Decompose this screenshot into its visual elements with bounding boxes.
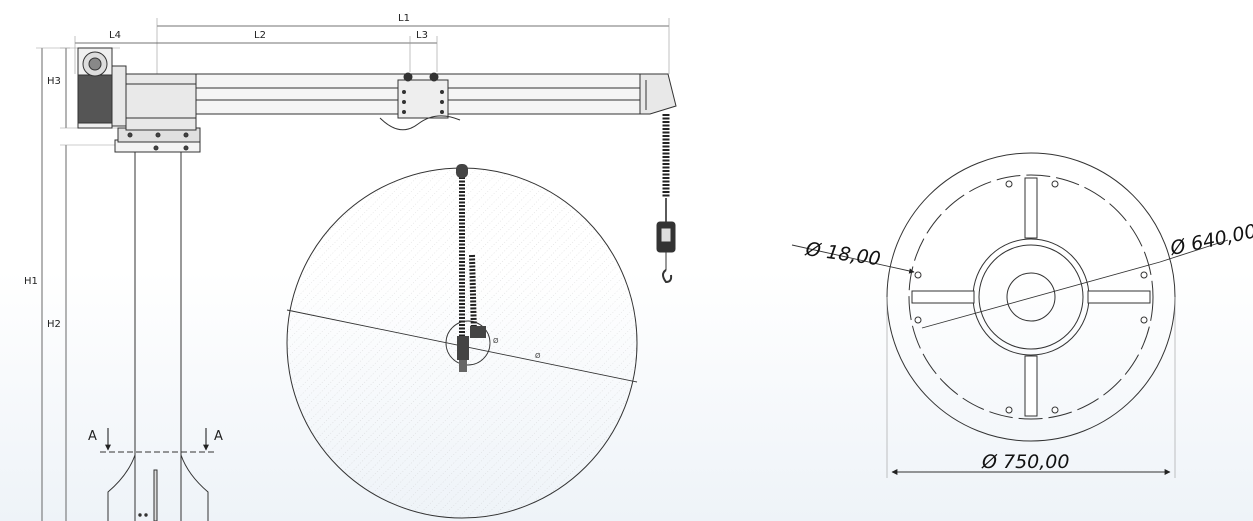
dimension-h1-label: H1 bbox=[24, 276, 38, 287]
dimension-h2-label: H2 bbox=[47, 319, 61, 330]
bolt-circle bbox=[908, 174, 1154, 420]
section-marker: A A bbox=[88, 428, 223, 453]
hole-diameter-label: Ø 18,00 bbox=[803, 238, 882, 270]
swing-outer-label: Ø bbox=[535, 352, 541, 360]
hoist-hook bbox=[656, 114, 676, 284]
slewing-housing bbox=[125, 73, 197, 131]
dimension-h2: H2 bbox=[47, 144, 115, 521]
base-plate-view bbox=[791, 152, 1229, 478]
trolley bbox=[379, 72, 461, 131]
swing-inner-label: Ø bbox=[493, 337, 499, 345]
dimension-l4: L4 bbox=[74, 30, 157, 74]
outer-diameter-label: Ø 750,00 bbox=[981, 451, 1069, 473]
column-outer bbox=[972, 238, 1090, 356]
dimension-l2: L2 bbox=[157, 30, 410, 44]
bolt-circle-diameter-label: Ø 640,00 bbox=[1167, 220, 1253, 260]
bolt-holes bbox=[914, 180, 1148, 414]
section-marker-left: A bbox=[88, 429, 97, 444]
dimension-h1: H1 bbox=[24, 47, 70, 521]
column bbox=[107, 139, 209, 521]
dimension-l1-label: L1 bbox=[398, 13, 410, 24]
dimension-l1: L1 bbox=[156, 13, 670, 74]
dimension-l3-label: L3 bbox=[416, 30, 428, 41]
motor-gearbox bbox=[77, 47, 127, 129]
column-inner bbox=[978, 244, 1084, 350]
section-marker-right: A bbox=[214, 429, 223, 444]
side-view: L1 L2 L3 L4 H3 H1 bbox=[24, 13, 677, 521]
dimension-l2-label: L2 bbox=[254, 30, 266, 41]
dimension-l4-label: L4 bbox=[109, 30, 121, 41]
swing-circle-view: Ø Ø bbox=[286, 164, 638, 519]
center-bore bbox=[1006, 272, 1056, 322]
dimension-l3: L3 bbox=[409, 30, 438, 72]
dimension-h3-label: H3 bbox=[47, 76, 61, 87]
